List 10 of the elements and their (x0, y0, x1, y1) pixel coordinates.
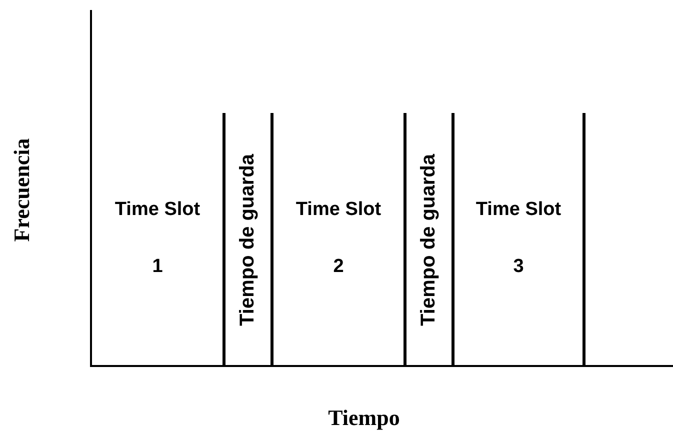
y-axis-title: Frecuencia (9, 138, 35, 242)
slot-number: 2 (332, 256, 345, 278)
x-axis-title: Tiempo (328, 405, 400, 431)
slot-number: 3 (512, 256, 525, 278)
guard-time-label: Tiempo de guarda (418, 154, 440, 326)
slot-label: Time Slot (114, 199, 202, 221)
guard-time-label: Tiempo de guarda (236, 154, 260, 326)
slot-label: Time Slot (474, 199, 562, 221)
slot-label: Time Slot (294, 199, 382, 221)
slot-number: 1 (151, 256, 164, 278)
